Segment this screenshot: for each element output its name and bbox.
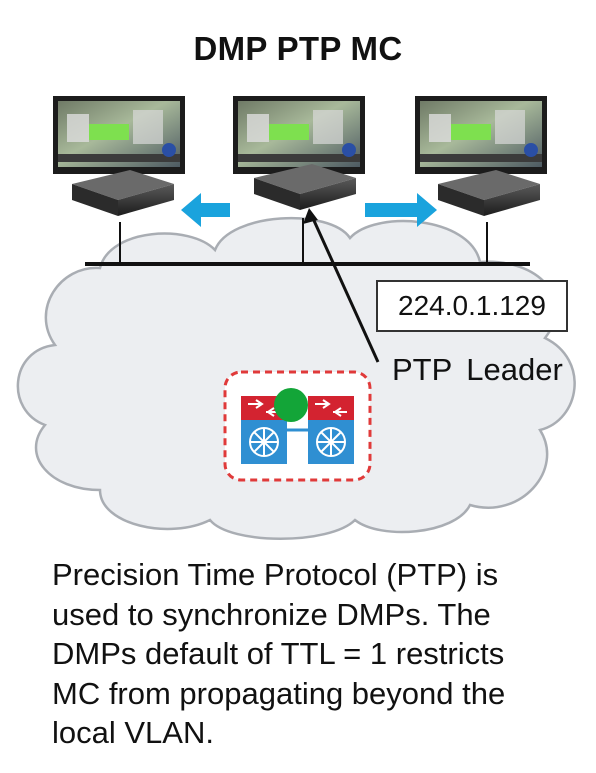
leader-pointer-arrowhead (303, 208, 318, 224)
ptp-leader-label-part2: Leader (466, 352, 563, 387)
dmp-right-icon (438, 170, 540, 216)
monitor-left-icon (53, 96, 185, 174)
arrow-left-icon (181, 193, 230, 227)
monitor-center-icon (233, 96, 365, 174)
leader-pointer-line (309, 213, 380, 363)
multicast-address-text: 224.0.1.129 (398, 290, 546, 321)
dmp-left-icon (72, 170, 174, 216)
ptp-leader-label: PTP Leader (392, 352, 563, 388)
caption-line: Precision Time Protocol (PTP) is (52, 557, 499, 592)
multicast-address-box: 224.0.1.129 (376, 280, 568, 332)
ptp-leader-dot-icon (274, 388, 308, 422)
ptp-leader-label-part1: PTP (392, 352, 453, 387)
diagram-title: DMP PTP MC (193, 30, 403, 67)
arrow-right-icon (365, 193, 437, 227)
caption-line: DMPs default of TTL = 1 restricts (52, 636, 505, 671)
caption-line: local VLAN. (52, 715, 214, 750)
monitor-right-icon (415, 96, 547, 174)
switch-pair (223, 370, 372, 482)
caption-line: MC from propagating beyond the (52, 675, 506, 711)
caption-text: Precision Time Protocol (PTP) is used to… (52, 555, 592, 753)
caption-line: used to synchronize DMPs. The (52, 596, 491, 632)
switch-right-icon (308, 396, 354, 464)
